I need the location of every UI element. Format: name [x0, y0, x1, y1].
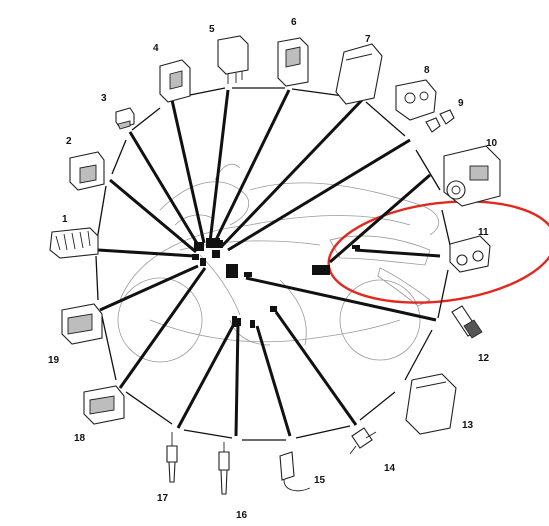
label-11: 11	[478, 227, 489, 238]
component-13[interactable]: 13	[405, 373, 474, 435]
component-8[interactable]: 8	[395, 65, 437, 121]
label-5: 5	[209, 24, 215, 35]
component-12[interactable]: 12	[451, 305, 490, 364]
label-16: 16	[236, 510, 248, 521]
component-5[interactable]: 5	[209, 24, 249, 84]
label-7: 7	[365, 34, 371, 45]
highlight-ellipse	[327, 200, 549, 304]
label-15: 15	[314, 475, 326, 486]
component-3[interactable]: 3	[101, 93, 135, 130]
component-9[interactable]: 9	[425, 98, 464, 133]
component-10[interactable]: 10	[443, 138, 501, 207]
component-2[interactable]: 2	[66, 136, 105, 191]
label-12: 12	[478, 353, 490, 364]
label-1: 1	[62, 214, 68, 225]
label-3: 3	[101, 93, 107, 104]
component-4[interactable]: 4	[153, 43, 191, 103]
label-2: 2	[66, 136, 72, 147]
component-7[interactable]: 7	[335, 34, 383, 105]
component-1[interactable]: 1	[49, 214, 99, 259]
outer-rim	[95, 87, 451, 441]
central-connectors	[192, 238, 360, 328]
component-16[interactable]: 16	[218, 442, 248, 521]
label-19: 19	[48, 355, 60, 366]
component-17[interactable]: 17	[157, 432, 178, 504]
component-19[interactable]: 19	[48, 303, 103, 366]
label-6: 6	[291, 17, 297, 28]
label-17: 17	[157, 493, 169, 504]
component-15[interactable]: 15	[279, 451, 326, 492]
label-18: 18	[74, 433, 86, 444]
label-4: 4	[153, 43, 159, 54]
label-13: 13	[462, 420, 474, 431]
label-9: 9	[458, 98, 464, 109]
component-6[interactable]: 6	[277, 17, 309, 87]
label-14: 14	[384, 463, 396, 474]
label-8: 8	[424, 65, 430, 76]
component-14[interactable]: 14	[349, 427, 396, 474]
component-11[interactable]: 11	[449, 227, 491, 273]
callout-lines	[97, 89, 441, 437]
label-10: 10	[486, 138, 498, 149]
component-18[interactable]: 18	[74, 385, 125, 444]
